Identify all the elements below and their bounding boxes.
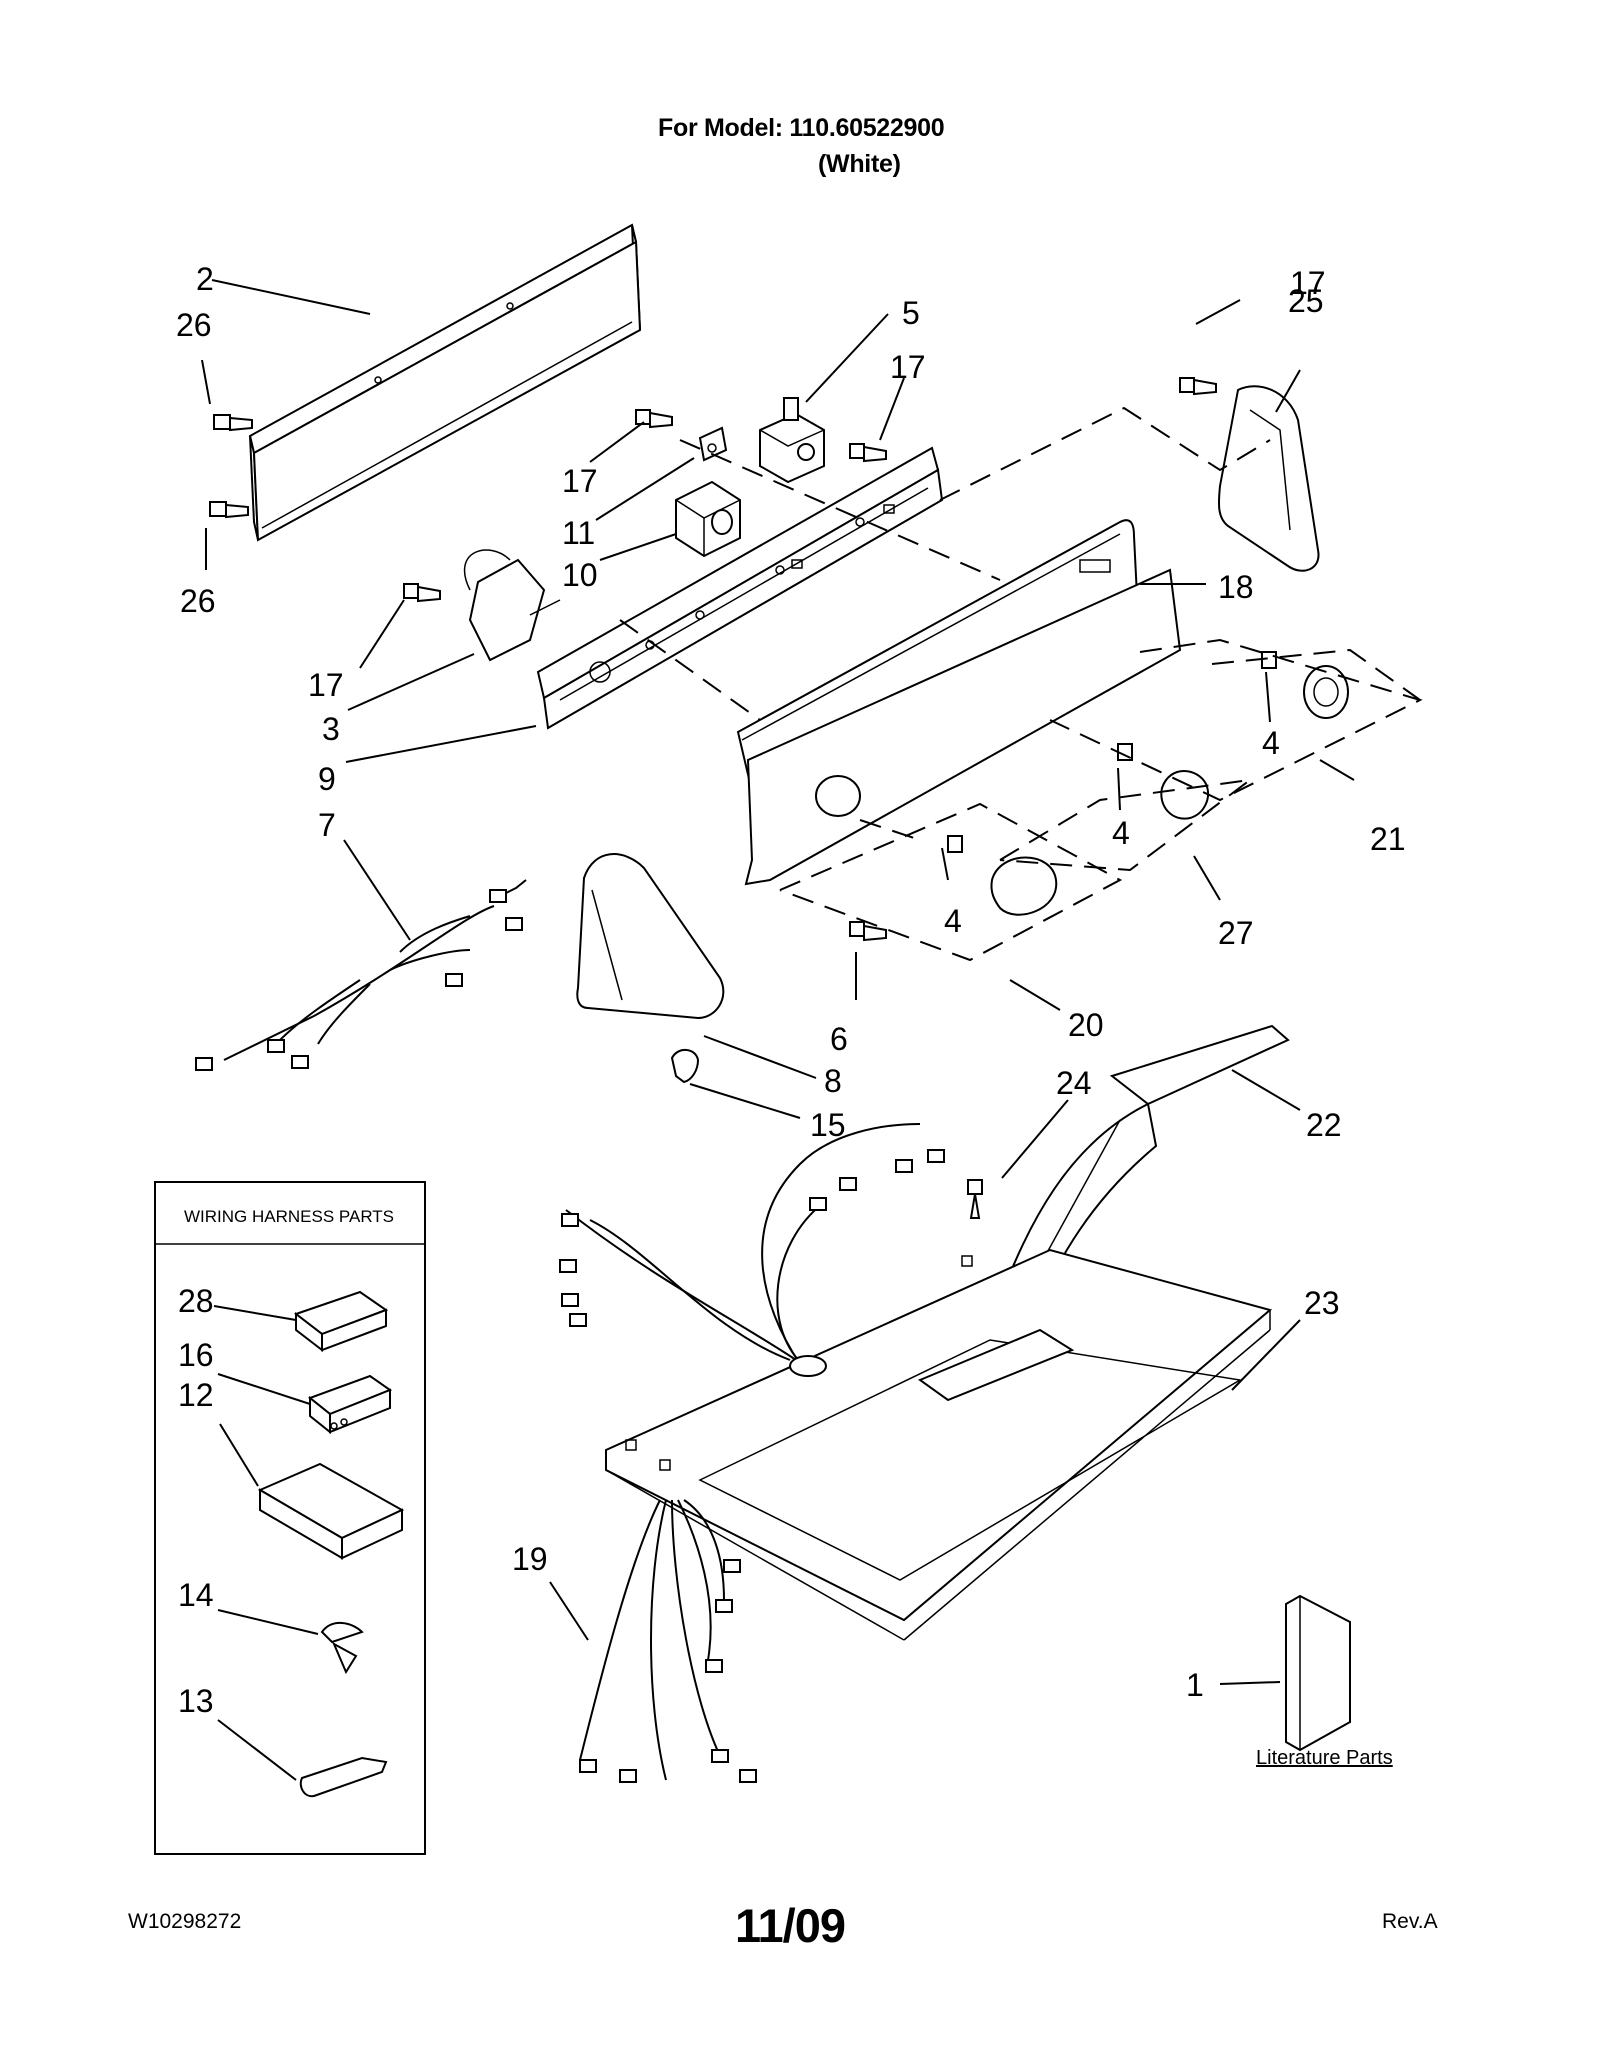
screw-24	[967, 1179, 983, 1219]
clip-14	[320, 1622, 364, 1675]
callout-2: 2	[196, 261, 214, 297]
knob-center	[1160, 770, 1209, 820]
callout-6: 6	[830, 1021, 848, 1057]
callout-4-right: 4	[1262, 725, 1280, 761]
callout-16: 16	[178, 1337, 214, 1373]
callout-21: 21	[1370, 821, 1406, 857]
switch-part	[463, 549, 561, 662]
knob-spacer-right	[1261, 651, 1277, 669]
terminal-13	[299, 1756, 388, 1798]
selector-switch-part	[759, 397, 825, 484]
screw-17-mid	[849, 443, 887, 463]
timer-part	[675, 480, 741, 558]
callout-26-bottom: 26	[180, 583, 216, 619]
callout-17-left: 17	[308, 667, 344, 703]
callout-10: 10	[562, 557, 598, 593]
top-panel-part	[605, 1248, 1273, 1641]
callout-14: 14	[178, 1577, 214, 1613]
literature-parts-label: Literature Parts	[1256, 1747, 1393, 1769]
callout-3: 3	[322, 711, 340, 747]
callout-20: 20	[1068, 1007, 1104, 1043]
callout-18: 18	[1218, 569, 1254, 605]
callout-24: 24	[1056, 1065, 1092, 1101]
callout-17-top-right: 17	[1290, 265, 1326, 301]
harness-bundle-19	[579, 1499, 757, 1783]
connector-16	[307, 1374, 393, 1435]
end-cap-part	[1218, 385, 1320, 572]
callout-4-center: 4	[1112, 815, 1130, 851]
callout-25: 25	[1288, 283, 1324, 319]
screw-26-top	[213, 414, 253, 432]
callout-17-mid: 17	[562, 463, 598, 499]
wire-harness-7	[195, 879, 527, 1071]
connector-block-12	[257, 1462, 405, 1560]
clip-15	[670, 1049, 700, 1084]
screw-17-center	[635, 409, 673, 429]
callout-17-center: 17	[890, 349, 926, 385]
console-body-part	[744, 568, 1182, 886]
rear-panel-part	[248, 223, 642, 542]
control-bracket-part	[536, 446, 944, 730]
knob-spacer-left	[947, 835, 963, 853]
callout-5: 5	[902, 295, 920, 331]
wiring-harness-box: WIRING HARNESS PARTS	[154, 1181, 426, 1855]
revision-label: Rev.A	[1382, 1910, 1438, 1933]
revision-date: 11/09	[735, 1899, 846, 1952]
callout-27: 27	[1218, 915, 1254, 951]
callout-1: 1	[1186, 1667, 1204, 1703]
harness-bundle-upper	[559, 1123, 945, 1377]
model-title: For Model: 110.60522900	[658, 114, 945, 142]
clip-part	[698, 426, 728, 462]
left-end-cap-part	[576, 853, 725, 1020]
callout-8: 8	[824, 1063, 842, 1099]
screw-6	[849, 921, 887, 942]
callout-19: 19	[512, 1541, 548, 1577]
callout-7: 7	[318, 807, 336, 843]
document-number: W10298272	[128, 1910, 242, 1933]
wiring-harness-title: WIRING HARNESS PARTS	[184, 1207, 394, 1226]
callout-22: 22	[1306, 1107, 1342, 1143]
callout-15: 15	[810, 1107, 846, 1143]
callout-9: 9	[318, 761, 336, 797]
screw-17-top-right	[1179, 377, 1217, 396]
callout-11: 11	[562, 515, 595, 551]
callout-23: 23	[1304, 1285, 1340, 1321]
leader-lines	[201, 279, 1355, 1685]
screw-17-left	[403, 583, 441, 603]
callout-12: 12	[178, 1377, 214, 1413]
literature-booklet-part	[1285, 1594, 1351, 1752]
dial-knob-left	[990, 856, 1058, 916]
dial-knob-right	[1303, 665, 1349, 719]
color-subtitle: (White)	[818, 150, 901, 178]
callout-13: 13	[178, 1683, 214, 1719]
callout-28: 28	[178, 1283, 214, 1319]
callout-labels: 2 26 26 5 17 25 17 17 11 10 18 17 3 9 7 …	[176, 261, 1406, 1769]
screw-26-bottom	[209, 501, 249, 519]
terminal-housing-28	[293, 1290, 389, 1353]
assembly-dash-lines	[619, 406, 1423, 962]
callout-26-top: 26	[176, 307, 212, 343]
callout-4-left: 4	[944, 903, 962, 939]
